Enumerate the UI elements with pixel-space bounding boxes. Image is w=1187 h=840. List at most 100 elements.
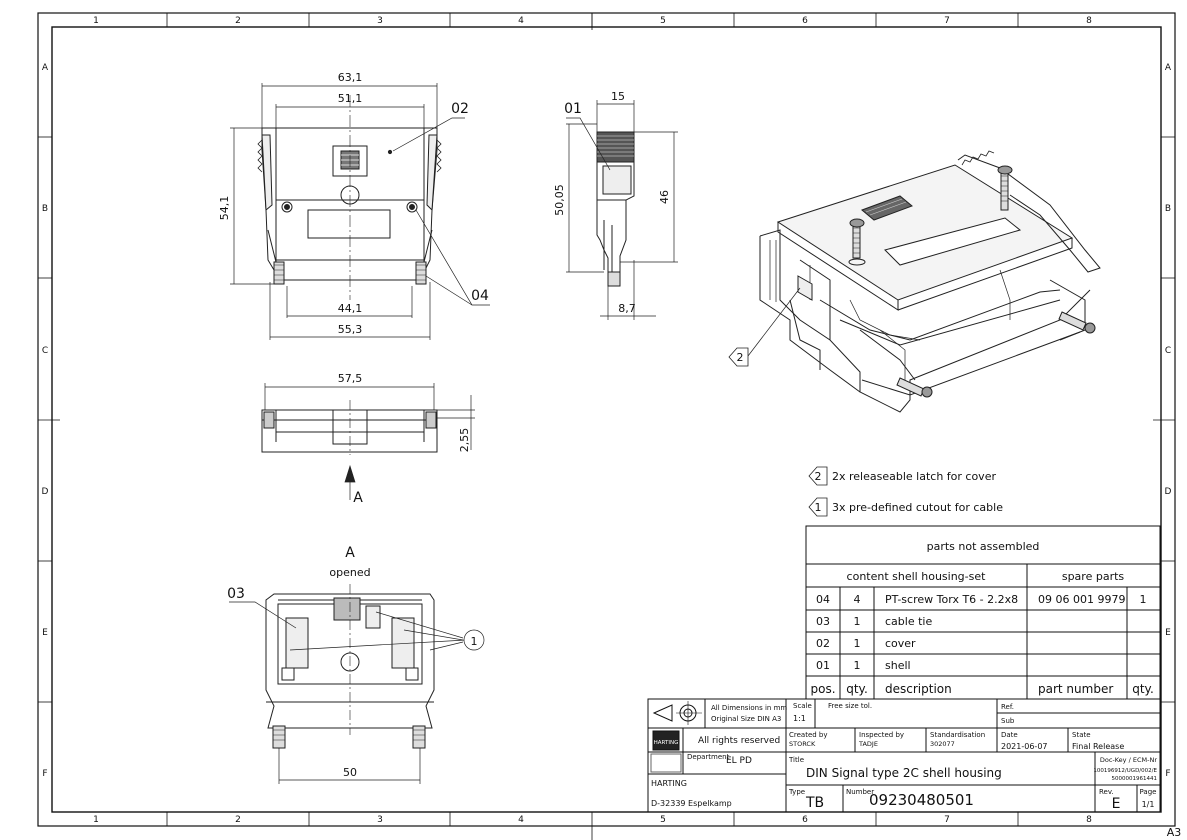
note-ref-label: 2 <box>737 351 744 364</box>
col-label: 8 <box>1086 815 1092 825</box>
opened-view-dimensions <box>229 601 485 784</box>
view-subtitle: opened <box>329 566 370 579</box>
view-title: A <box>345 545 355 561</box>
front-view-dimensions <box>230 83 490 340</box>
rev-value: E <box>1112 796 1121 812</box>
cell-description: cover <box>885 637 916 650</box>
dims-note: Original Size DIN A3 <box>711 715 781 723</box>
page-label: Page <box>1140 788 1157 796</box>
dockey-value: 100196912/UGD/002/E <box>1093 768 1157 774</box>
col-label: 4 <box>518 815 524 825</box>
part-label: 04 <box>471 288 489 304</box>
col-label: 8 <box>1086 16 1092 26</box>
state-value: Final Release <box>1072 742 1124 751</box>
table-row: 01 1 shell <box>816 659 911 672</box>
col-label: 1 <box>93 815 99 825</box>
ref-label: Ref. <box>1001 703 1014 711</box>
header-description: description <box>885 682 952 696</box>
type-label: Type <box>788 788 805 796</box>
sub-label: Sub <box>1001 717 1015 725</box>
bottom-view-dimensions <box>264 383 475 500</box>
parts-table <box>805 525 1161 700</box>
dim-label: 50,05 <box>553 184 566 216</box>
side-view-dimensions <box>566 100 678 320</box>
number-value: 09230480501 <box>869 791 974 809</box>
sheet-size: A3 <box>1167 826 1182 839</box>
bottom-view <box>261 400 438 455</box>
note-number: 1 <box>815 501 822 514</box>
table-title: parts not assembled <box>927 540 1040 553</box>
row-label: B <box>42 204 48 214</box>
department-label: Department <box>687 753 730 761</box>
cell-pos: 04 <box>816 593 830 606</box>
row-label: A <box>42 63 49 73</box>
dim-label: 54,1 <box>218 196 231 221</box>
header-part-number: part number <box>1038 682 1113 696</box>
col-label: 6 <box>802 815 808 825</box>
isometric-view-labels: 2 <box>737 351 744 364</box>
standard-label: Standardisation <box>930 731 985 739</box>
scale-label: Scale <box>793 702 812 710</box>
dim-label: 2,55 <box>458 428 471 453</box>
inspected-label: Inspected by <box>859 731 904 739</box>
logo-text: HARTING <box>654 740 679 746</box>
side-view-dimension-labels: 15 50,05 46 8,7 01 <box>553 90 671 315</box>
side-view <box>596 131 635 287</box>
note-ref-label: 1 <box>471 635 478 648</box>
dockey-label: Doc-Key / ECM-Nr <box>1100 756 1157 764</box>
note-text: 2x releaseable latch for cover <box>832 470 996 483</box>
row-label: D <box>1165 487 1172 497</box>
type-value: TB <box>805 795 824 811</box>
created-label: Created by <box>789 731 828 739</box>
dockey-value: 5000001961441 <box>1112 776 1158 782</box>
title-block <box>647 698 1161 813</box>
drawing-frame <box>37 12 1176 840</box>
rev-label: Rev. <box>1099 788 1114 796</box>
dim-label: 8,7 <box>618 302 636 315</box>
row-label: A <box>1165 63 1172 73</box>
col-label: 2 <box>235 815 241 825</box>
header-pos: pos. <box>810 682 835 696</box>
cell-qty: 1 <box>854 659 861 672</box>
col-label: 3 <box>377 16 383 26</box>
parts-table-text: parts not assembled content shell housin… <box>810 540 1153 696</box>
bottom-view-labels: 57,5 2,55 A <box>338 372 471 506</box>
table-row: 02 1 cover <box>816 637 916 650</box>
cell-pos: 02 <box>816 637 830 650</box>
company: HARTING <box>651 779 687 788</box>
col-label: 5 <box>660 16 666 26</box>
cell-part-number: 09 06 001 9979 <box>1038 593 1125 606</box>
note-text: 3x pre-defined cutout for cable <box>832 501 1003 514</box>
part-label: 03 <box>227 586 245 602</box>
front-view <box>257 95 442 300</box>
table-header-row: pos. qty. description part number qty. <box>810 682 1153 696</box>
dim-label: 50 <box>343 766 357 779</box>
opened-view <box>265 584 467 749</box>
dim-label: 55,3 <box>338 323 363 336</box>
col-label: 3 <box>377 815 383 825</box>
part-label: 01 <box>564 101 582 117</box>
col-label: 4 <box>518 16 524 26</box>
cell-qty2: 1 <box>1140 593 1147 606</box>
col-label: 7 <box>944 815 950 825</box>
dim-label: 57,5 <box>338 372 363 385</box>
dims-note: All Dimensions in mm <box>711 704 787 712</box>
col-label: 2 <box>235 16 241 26</box>
department-value: EL PD <box>726 756 752 766</box>
row-label: C <box>42 346 48 356</box>
part-label: 02 <box>451 101 469 117</box>
address: D-32339 Espelkamp <box>651 799 732 808</box>
row-label: F <box>1165 769 1170 779</box>
inspected-value: TADJE <box>858 740 878 748</box>
drawing-title: DIN Signal type 2C shell housing <box>806 766 1002 780</box>
title-label: Title <box>788 756 804 764</box>
cell-description: shell <box>885 659 911 672</box>
view-arrow-label: A <box>353 490 363 506</box>
cell-qty: 4 <box>854 593 861 606</box>
scale-value: 1:1 <box>793 714 806 723</box>
date-label: Date <box>1001 731 1018 739</box>
row-label: E <box>42 628 48 638</box>
cell-qty: 1 <box>854 637 861 650</box>
standard-value: 302077 <box>930 740 955 748</box>
